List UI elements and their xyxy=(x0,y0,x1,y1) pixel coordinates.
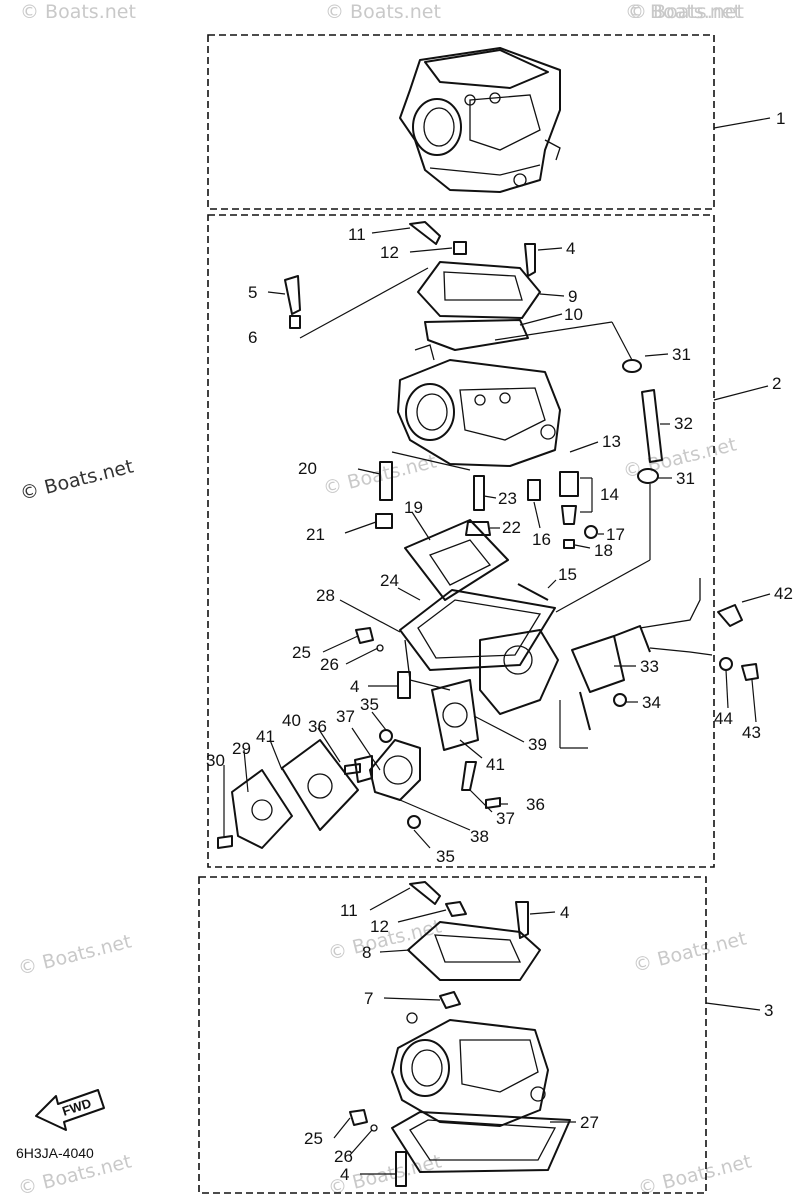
carburetor-assembly-1 xyxy=(399,47,561,193)
callout-label: 11 xyxy=(340,901,358,920)
callout-label: 4 xyxy=(566,239,575,258)
callout-label: 11 xyxy=(348,225,366,244)
callout-label: 29 xyxy=(232,739,251,758)
callout-label: 36 xyxy=(308,717,327,736)
callout-label: 5 xyxy=(248,283,257,302)
callout-label: 9 xyxy=(568,287,577,306)
watermark: © Boats.net xyxy=(625,1,741,23)
callout-label: 35 xyxy=(360,695,379,714)
callout-label: 26 xyxy=(334,1147,353,1166)
callout-label: 8 xyxy=(362,943,371,962)
callout-label: 41 xyxy=(256,727,275,746)
callout-label: 4 xyxy=(350,677,359,696)
callout-label: 26 xyxy=(320,655,339,674)
callout-label: 7 xyxy=(364,989,373,1008)
callout-label: 37 xyxy=(496,809,515,828)
callout-label: 12 xyxy=(380,243,399,262)
callout-label: 39 xyxy=(528,735,547,754)
callout-label: 6 xyxy=(248,328,257,347)
callout-label: 19 xyxy=(404,498,423,517)
assembly-box-3 xyxy=(198,876,707,1194)
callout-label: 18 xyxy=(594,541,613,560)
callout-label: 10 xyxy=(564,305,583,324)
watermark: © Boats.net xyxy=(16,930,134,979)
callout-label: 28 xyxy=(316,586,335,605)
callout-label: 16 xyxy=(532,530,551,549)
callout-label: 4 xyxy=(560,903,569,922)
callout-label: 36 xyxy=(526,795,545,814)
callout-label: 30 xyxy=(206,751,225,770)
fwd-label: FWD xyxy=(60,1095,93,1118)
leader-lines xyxy=(223,227,771,1175)
callout-label: 12 xyxy=(370,917,389,936)
callout-label: 31 xyxy=(672,345,691,364)
callout-label: 32 xyxy=(674,414,693,433)
leader-1 xyxy=(713,117,771,129)
assembly-box-2 xyxy=(207,214,715,868)
callout-labels: 11 12 4 5 9 6 10 31 32 13 20 23 14 31 21… xyxy=(206,225,793,1184)
callout-label: 17 xyxy=(606,525,625,544)
callout-label: 13 xyxy=(602,432,621,451)
callout-label: 34 xyxy=(642,693,661,712)
callout-label: 40 xyxy=(282,711,301,730)
callout-label: 25 xyxy=(292,643,311,662)
callout-label: 4 xyxy=(340,1165,349,1184)
callout-label: 43 xyxy=(742,723,761,742)
callout-label: 23 xyxy=(498,489,517,508)
callout-label: 44 xyxy=(714,709,733,728)
watermark: © Boats.net xyxy=(20,1,136,23)
watermark: © Boats.net xyxy=(325,1,441,23)
leader-2 xyxy=(713,385,769,401)
assembly-label-2: 2 xyxy=(772,374,781,393)
carburetor-assembly-3 xyxy=(349,881,571,1187)
callout-label: 41 xyxy=(486,755,505,774)
watermark-layer: © Boats.net © Boats.net © Boats.net © Bo… xyxy=(16,1,754,1200)
assembly-label-1: 1 xyxy=(776,109,785,128)
callout-label: 21 xyxy=(306,525,325,544)
callout-label: 31 xyxy=(676,469,695,488)
watermark: © Boats.net xyxy=(631,927,749,976)
callout-label: 35 xyxy=(436,847,455,866)
assembly-label-3: 3 xyxy=(764,1001,773,1020)
carburetor-exploded-assembly xyxy=(217,221,759,849)
forward-arrow-icon: FWD xyxy=(35,1089,105,1131)
callout-label: 37 xyxy=(336,707,355,726)
callout-label: 38 xyxy=(470,827,489,846)
callout-label: 24 xyxy=(380,571,399,590)
callout-label: 27 xyxy=(580,1113,599,1132)
callout-label: 25 xyxy=(304,1129,323,1148)
callout-label: 20 xyxy=(298,459,317,478)
watermark: © Boats.net xyxy=(628,1,744,23)
callout-label: 33 xyxy=(640,657,659,676)
callout-label: 15 xyxy=(558,565,577,584)
callout-label: 22 xyxy=(502,518,521,537)
callout-label: 14 xyxy=(600,485,619,504)
leader-3 xyxy=(705,1002,761,1011)
callout-label: 42 xyxy=(774,584,793,603)
assembly-box-1 xyxy=(207,34,715,210)
side-watermark: © Boats.net xyxy=(18,455,136,504)
drawing-code: 6H3JA-4040 xyxy=(16,1145,94,1161)
